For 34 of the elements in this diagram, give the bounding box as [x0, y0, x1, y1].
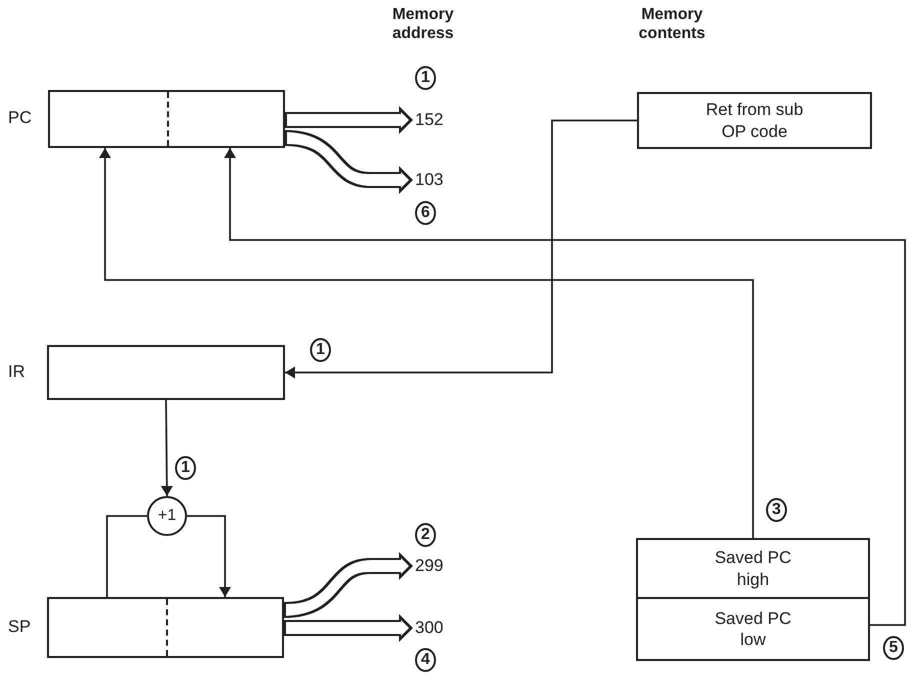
- bus-arrow: [284, 130, 413, 194]
- adder-circle: +1: [147, 496, 187, 536]
- step-number: 4: [415, 648, 436, 672]
- arrow: [160, 400, 173, 496]
- column-heading: Memory contents: [638, 5, 706, 44]
- register-box: [47, 345, 285, 400]
- arrow: [285, 120, 637, 378]
- step-number: 2: [415, 523, 436, 547]
- register-box: [47, 597, 284, 658]
- step-number: 1: [310, 338, 331, 362]
- memory-address: 299: [415, 554, 465, 578]
- register-label: SP: [8, 616, 31, 636]
- memory-address: 300: [415, 616, 465, 640]
- register-label: IR: [8, 362, 25, 382]
- memory-address: 103: [415, 168, 465, 192]
- column-heading: Memory address: [391, 5, 455, 44]
- step-number: 5: [883, 636, 904, 660]
- step-number: 6: [415, 201, 436, 225]
- connector-line: [106, 515, 147, 597]
- memory-address: 152: [415, 108, 465, 132]
- arrow: [224, 148, 906, 626]
- memory-cell: Ret from sub OP code: [637, 92, 872, 149]
- step-number: 3: [766, 498, 787, 522]
- bus-arrow: [284, 614, 413, 642]
- bus-arrow: [285, 106, 413, 134]
- arrow: [99, 148, 754, 538]
- step-number: 1: [175, 456, 196, 480]
- register-label: PC: [8, 108, 32, 128]
- register-box: [48, 90, 285, 148]
- arrow: [187, 515, 231, 597]
- bus-arrow: [283, 552, 413, 618]
- memory-cell: Saved PC low: [636, 597, 870, 661]
- memory-cell: Saved PC high: [636, 538, 870, 599]
- step-number: 1: [415, 66, 436, 90]
